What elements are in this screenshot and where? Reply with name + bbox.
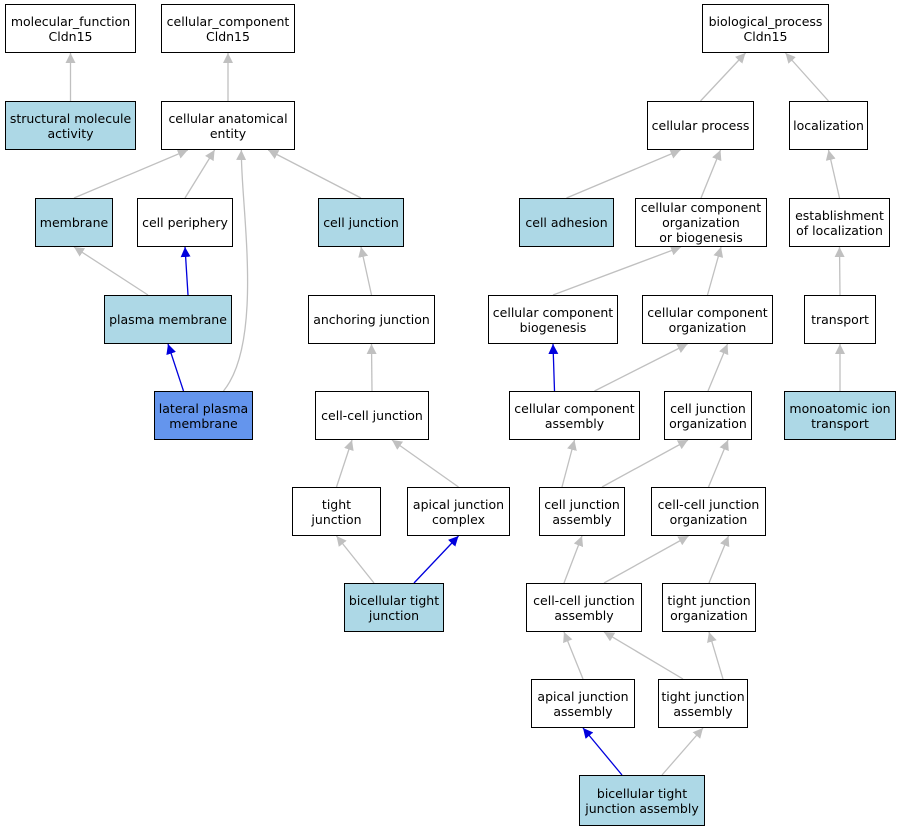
- term-node-tr[interactable]: transport: [804, 295, 876, 344]
- edge-ccob-to-cp: [700, 149, 722, 199]
- term-node-lpm[interactable]: lateral plasma membrane: [154, 391, 253, 440]
- edge-pm-to-mem: [73, 246, 149, 296]
- edge-cca-to-cco: [594, 343, 688, 392]
- term-node-tjo[interactable]: tight junction organization: [662, 583, 756, 632]
- term-node-mem[interactable]: membrane: [35, 198, 113, 247]
- term-node-cca[interactable]: cellular component assembly: [509, 391, 640, 440]
- term-node-ccob[interactable]: cellular component organization or bioge…: [635, 198, 767, 247]
- term-node-ccj[interactable]: cell-cell junction: [315, 391, 429, 440]
- term-node-ccjo[interactable]: cell-cell junction organization: [651, 487, 766, 536]
- edge-cper-to-cae: [184, 149, 216, 199]
- edge-cad-to-cp: [566, 149, 681, 199]
- term-node-cja[interactable]: cell junction assembly: [539, 487, 625, 536]
- edge-btj-to-ajc: [413, 535, 459, 584]
- edge-lpm-to-cae: [222, 149, 249, 392]
- edge-lpm-to-pm: [166, 343, 185, 392]
- term-node-btja[interactable]: bicellular tight junction assembly: [579, 775, 705, 826]
- edge-btja-to-tja: [661, 727, 704, 776]
- edge-mem-to-cae: [73, 149, 189, 199]
- term-node-cper[interactable]: cell periphery: [137, 198, 233, 247]
- term-node-tj[interactable]: tight junction: [292, 487, 381, 536]
- edge-cco-to-ccob: [706, 246, 724, 296]
- edge-cja-to-cca: [561, 439, 577, 488]
- term-node-aja[interactable]: apical junction assembly: [531, 679, 635, 728]
- term-node-tja[interactable]: tight junction assembly: [658, 679, 748, 728]
- edge-tjo-to-ccjo: [708, 535, 730, 584]
- edge-tr-to-eol: [834, 246, 845, 296]
- term-node-cco[interactable]: cellular component organization: [642, 295, 773, 344]
- edge-cca-to-ccb: [548, 343, 559, 392]
- term-node-sma[interactable]: structural molecule activity: [5, 101, 136, 150]
- edge-cjo-to-cco: [707, 343, 729, 392]
- term-node-mit[interactable]: monoatomic ion transport: [784, 391, 896, 440]
- edge-btj-to-tj: [335, 535, 375, 584]
- term-node-cae[interactable]: cellular anatomical entity: [161, 101, 295, 150]
- edge-tja-to-tjo: [707, 631, 724, 680]
- term-node-cc[interactable]: cellular_component Cldn15: [161, 4, 295, 53]
- term-node-pm[interactable]: plasma membrane: [104, 295, 232, 344]
- edge-ccj-to-aj: [366, 343, 377, 392]
- edge-ccb-to-ccob: [552, 245, 682, 296]
- term-node-ccb[interactable]: cellular component biogenesis: [488, 295, 618, 344]
- term-node-eol[interactable]: establishment of localization: [789, 198, 890, 247]
- term-node-ajc[interactable]: apical junction complex: [407, 487, 510, 536]
- term-node-aj[interactable]: anchoring junction: [308, 295, 435, 344]
- edge-tj-to-ccj: [335, 439, 354, 488]
- edge-cj-to-cae: [267, 149, 362, 199]
- term-node-btj[interactable]: bicellular tight junction: [344, 583, 444, 632]
- edge-aja-to-ccja: [563, 631, 584, 680]
- edge-ccja-to-ccjo: [603, 535, 689, 584]
- edge-loc-to-bp: [785, 52, 829, 102]
- edge-pm-to-cper: [180, 246, 191, 296]
- edge-cja-to-cjo: [601, 439, 689, 488]
- term-node-cjo[interactable]: cell junction organization: [664, 391, 752, 440]
- edge-aj-to-cj: [358, 246, 373, 296]
- term-node-cj[interactable]: cell junction: [318, 198, 404, 247]
- term-node-ccja[interactable]: cell-cell junction assembly: [526, 583, 642, 632]
- edge-tja-to-ccja: [603, 631, 684, 680]
- edge-ajc-to-ccj: [391, 439, 459, 488]
- term-node-loc[interactable]: localization: [789, 101, 868, 150]
- term-node-cad[interactable]: cell adhesion: [519, 198, 614, 247]
- term-node-cp[interactable]: cellular process: [647, 101, 754, 150]
- edge-eol-to-loc: [825, 149, 841, 199]
- edge-btja-to-aja: [582, 727, 623, 776]
- edge-ccjo-to-cjo: [707, 439, 729, 488]
- term-node-mf[interactable]: molecular_function Cldn15: [5, 4, 136, 53]
- edge-ccja-to-cja: [563, 535, 584, 584]
- term-node-bp[interactable]: biological_process Cldn15: [702, 4, 829, 53]
- edge-cp-to-bp: [700, 52, 746, 102]
